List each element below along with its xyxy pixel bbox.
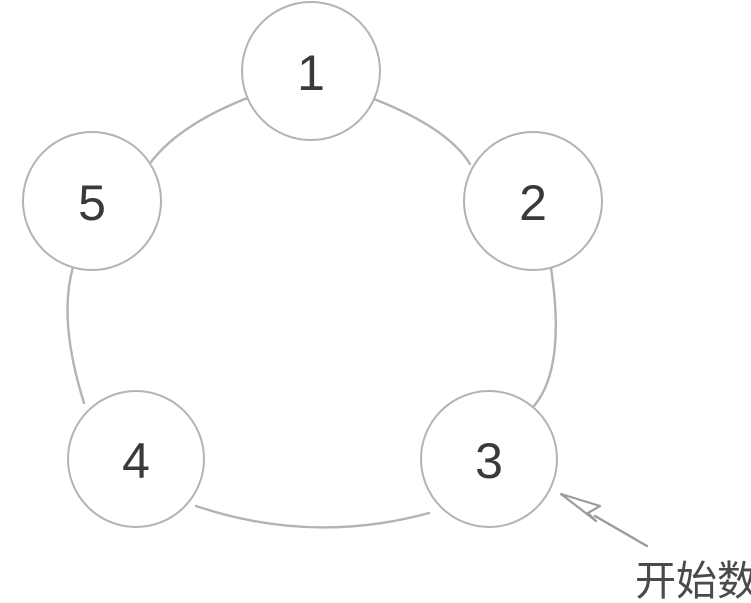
start-pointer-arrow-head-icon xyxy=(559,492,602,523)
node-1[interactable]: 1 xyxy=(241,1,381,141)
node-1-label: 1 xyxy=(297,45,325,101)
start-pointer-arrow-shaft xyxy=(593,514,649,548)
link-node3-node4 xyxy=(194,504,431,529)
node-4-label: 4 xyxy=(122,433,150,489)
node-2-label: 2 xyxy=(519,175,547,231)
node-layer: 1 2 3 4 5 xyxy=(22,1,603,528)
node-3-label: 3 xyxy=(475,433,503,489)
start-pointer-annotation: 开始数 xyxy=(559,492,751,603)
node-5-circle[interactable] xyxy=(22,131,162,271)
node-3[interactable]: 3 xyxy=(420,390,558,528)
node-4[interactable]: 4 xyxy=(67,390,205,528)
link-node5-node1 xyxy=(149,95,252,164)
node-1-circle[interactable] xyxy=(241,1,381,141)
link-node1-node2 xyxy=(372,97,472,166)
link-node4-node5 xyxy=(66,265,86,405)
link-node2-node3 xyxy=(532,266,557,408)
node-3-circle[interactable] xyxy=(420,390,558,528)
node-5[interactable]: 5 xyxy=(22,131,162,271)
node-2[interactable]: 2 xyxy=(463,131,603,271)
node-5-label: 5 xyxy=(78,175,106,231)
node-4-circle[interactable] xyxy=(67,390,205,528)
link-layer xyxy=(66,95,557,529)
start-pointer-label: 开始数 xyxy=(635,557,751,603)
node-2-circle[interactable] xyxy=(463,131,603,271)
